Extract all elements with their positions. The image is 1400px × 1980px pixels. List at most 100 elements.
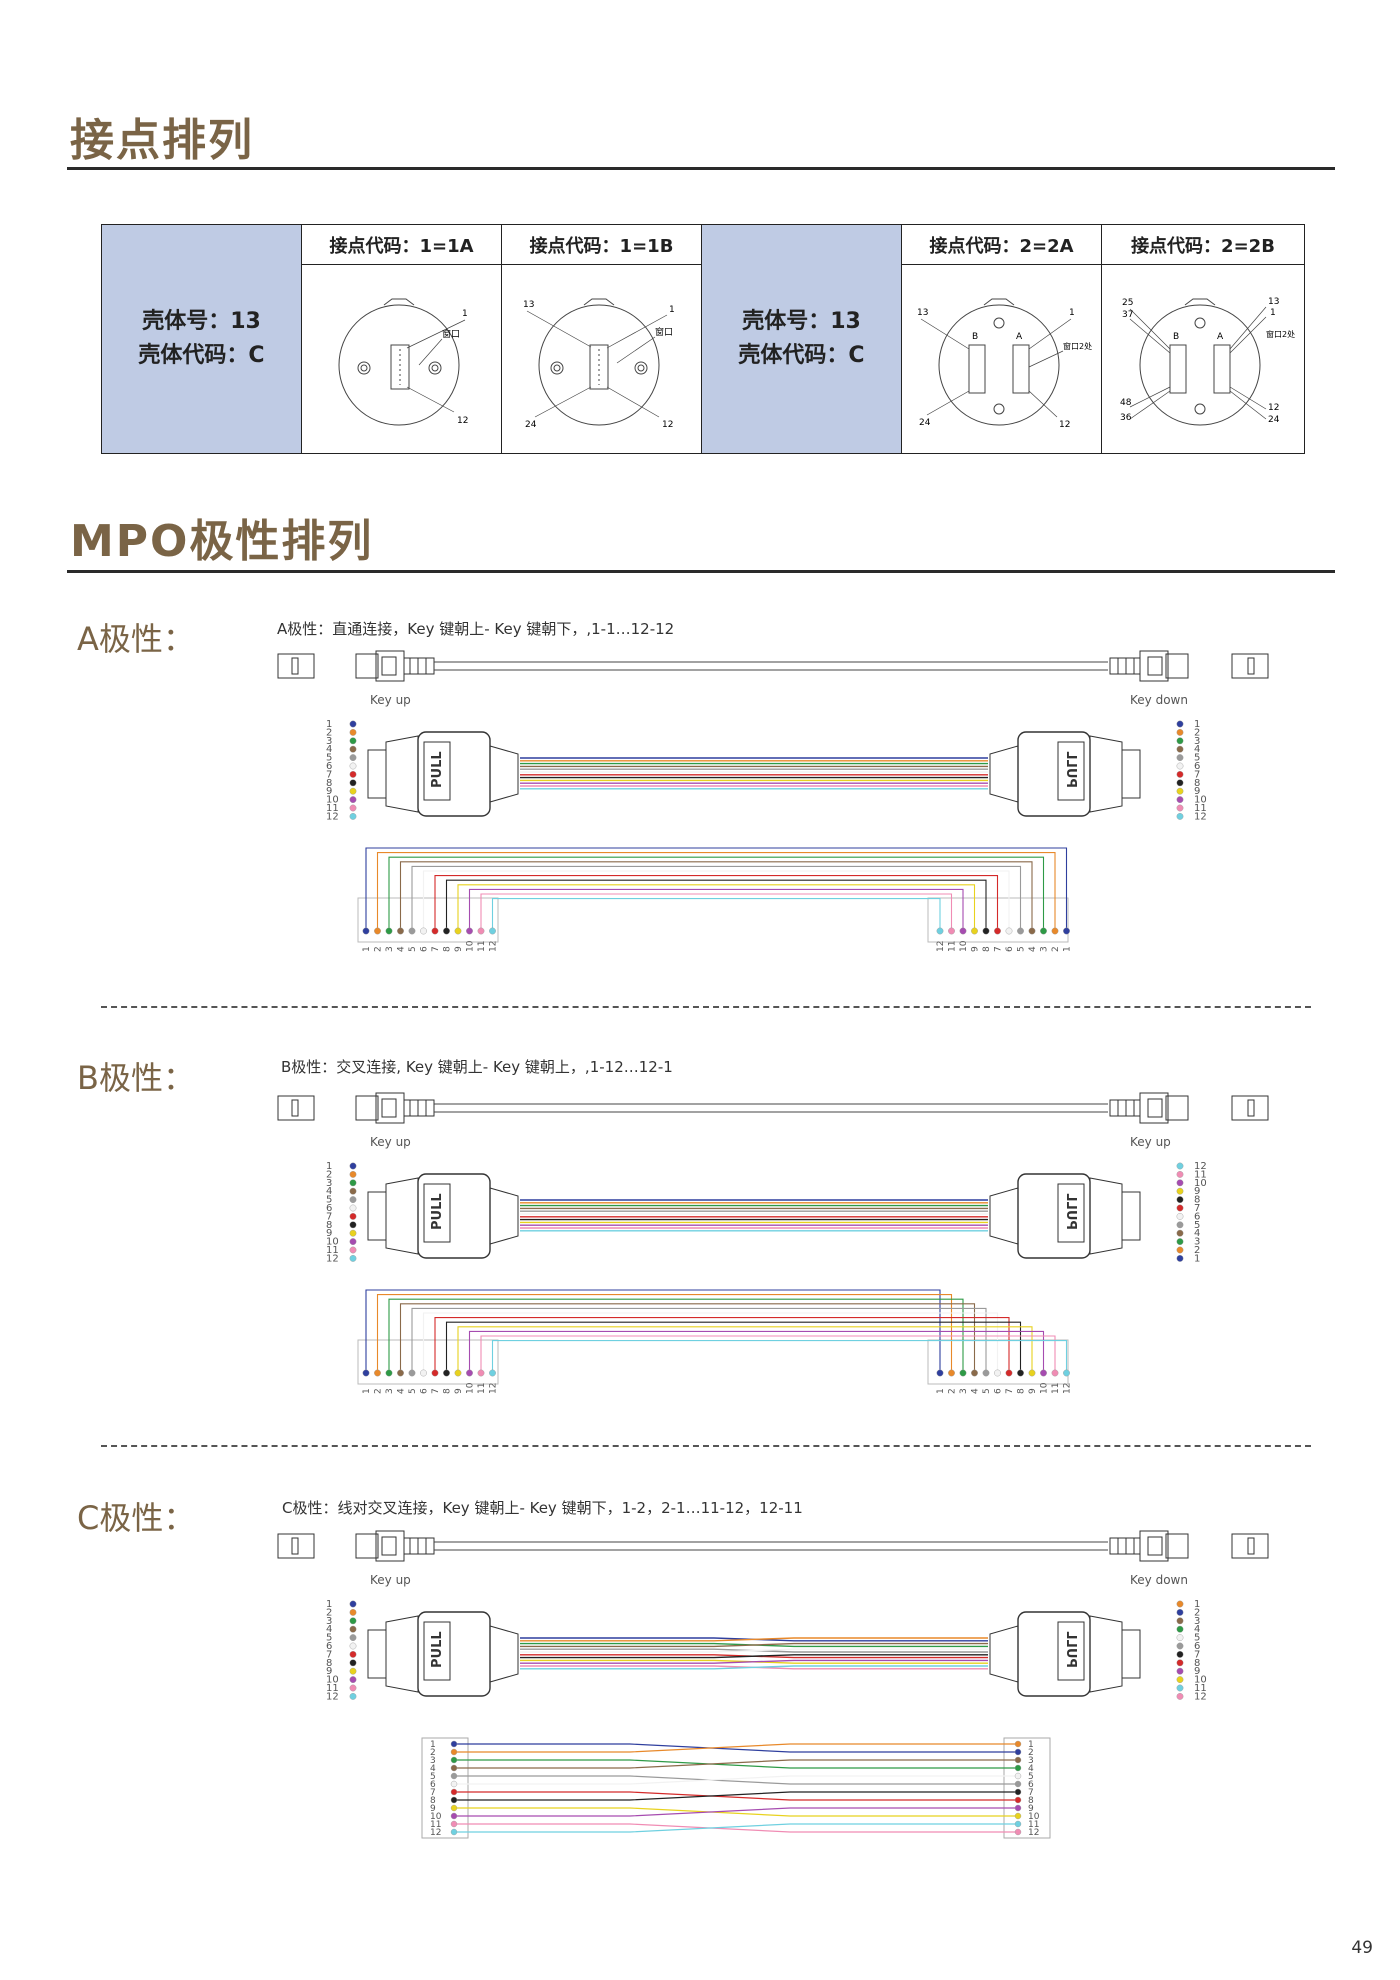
fiber-dot [1014,1812,1022,1820]
fiber-dot [450,1772,458,1780]
fiber-dot [1176,1212,1184,1220]
fiber-dot [397,1369,404,1377]
fiber-dot [1176,1246,1184,1254]
fiber-dot [1005,927,1013,935]
mapping-fiber [365,847,1068,930]
pin-1-label: 1 [462,309,468,319]
pin-number-label: 10 [1040,1382,1050,1394]
fiber-dot [959,927,967,935]
pin-24-label: 24 [1268,415,1280,425]
pin-number-label: 8 [1017,1388,1027,1394]
fiber-dot [450,1788,458,1796]
fiber-dot [349,1676,357,1684]
fiber-dot [466,1369,473,1377]
pin-number-label: 9 [1194,1186,1200,1197]
fiber-dot [349,1684,357,1692]
window-label: 窗口2处 [1063,341,1092,351]
pin-number-label: 2 [430,1748,436,1758]
pin-number-label: 1 [1028,1740,1034,1750]
polarity-b-description: B极性：交叉连接, Key 键朝上- Key 键朝上，,1-12…12-1 [281,1058,673,1076]
fiber-dot [1176,804,1184,812]
pin-number-label: 1 [326,719,332,730]
fiber-dot [477,927,485,935]
fiber-dot [1176,1162,1184,1170]
pin-number-label: 3 [1194,736,1200,747]
pin-number-label: 12 [1194,1161,1207,1172]
fiber-dot [982,927,990,935]
fiber-dot [408,927,416,935]
pin-number-label: 9 [430,1804,436,1814]
pin-number-label: 6 [1028,1780,1034,1790]
fiber-dot [1176,1659,1184,1667]
fiber-dot [450,1756,458,1764]
mapping-fiber [454,1807,1018,1817]
dust-cap-left [277,1095,315,1121]
polarity-a-description: A极性：直通连接，Key 键朝上- Key 键朝下，,1-1…12-12 [277,620,675,638]
fiber-dot [349,1179,357,1187]
mapping-fiber [454,1807,1018,1817]
fiber-dot [1176,787,1184,795]
fiber-dot [349,1650,357,1658]
pin-number-label: 4 [1028,1764,1034,1774]
fiber-dot [349,787,357,795]
pin-number-label: 10 [1194,795,1207,806]
fiber-dot [349,1659,357,1667]
pin-number-label: 6 [420,946,430,952]
page-number: 49 [1351,1938,1373,1958]
pin-number-label: 10 [959,940,969,952]
fiber-dot [1176,796,1184,804]
pin-24-label: 24 [919,418,931,428]
fiber-dot [1014,1804,1022,1812]
fiber-dot [349,770,357,778]
svg-text:PULL: PULL [430,1631,445,1668]
fiber-dot [443,927,450,935]
pin-number-label: 7 [1194,1203,1200,1214]
polarity-b-label: B极性： [77,1059,195,1097]
pin-number-label: 3 [959,1388,969,1394]
fiber-dot [349,762,357,770]
pin-number-label: 9 [454,1388,464,1394]
mapping-fiber [422,1312,999,1372]
pin-number-label: 9 [326,1666,332,1677]
fiber-dot [1176,1609,1184,1616]
fiber-dot [1014,1788,1022,1796]
fiber-dot [1176,1600,1184,1608]
fiber-dot [349,1634,357,1642]
dust-cap-left [277,1533,315,1559]
fiber-dot [1176,1254,1184,1262]
fiber-dot [420,1369,427,1377]
fiber-dot [1176,1667,1184,1675]
contact-arrangement-table: 壳体号：13 壳体代码：C 接点代码：1=1A 接点代码：1=1B 壳体号：13… [101,224,1305,454]
pin-number-label: 11 [1028,1820,1039,1830]
row-a-label: A [1217,332,1224,342]
pin-number-label: 8 [1194,1658,1200,1669]
mapping-fiber [457,1326,1033,1372]
pin-number-label: 2 [374,1388,384,1394]
dust-cap-right [1231,1095,1269,1121]
pin-number-label: 9 [454,946,464,952]
fiber-dot [349,1221,357,1229]
pin-number-label: 4 [326,1186,332,1197]
polarity-a-label: A极性： [77,620,195,658]
pin-number-label: 11 [1194,1169,1207,1180]
pin-number-label: 4 [1028,946,1038,952]
dashed-separator [101,1445,1311,1447]
pin-number-label: 5 [408,946,418,952]
pin-number-label: 12 [326,1691,339,1702]
fiber-dot [443,1369,450,1377]
dust-cap-slot [291,1537,299,1555]
pin-number-label: 6 [430,1780,436,1790]
pin-number-label: 9 [1028,1388,1038,1394]
mapping-fiber [388,856,1045,930]
pin-number-label: 3 [1028,1756,1034,1766]
pin-number-label: 7 [326,769,332,780]
mapping-fiber [445,1321,1022,1372]
pin-1-label: 1 [1069,308,1075,318]
fiber-dot [1028,1369,1036,1377]
fiber-dot [349,729,357,736]
fiber-dot [1014,1756,1022,1764]
mpo-connector: PULL [989,731,1141,817]
fiber-dot [349,1254,357,1262]
mapping-fiber [480,893,953,930]
